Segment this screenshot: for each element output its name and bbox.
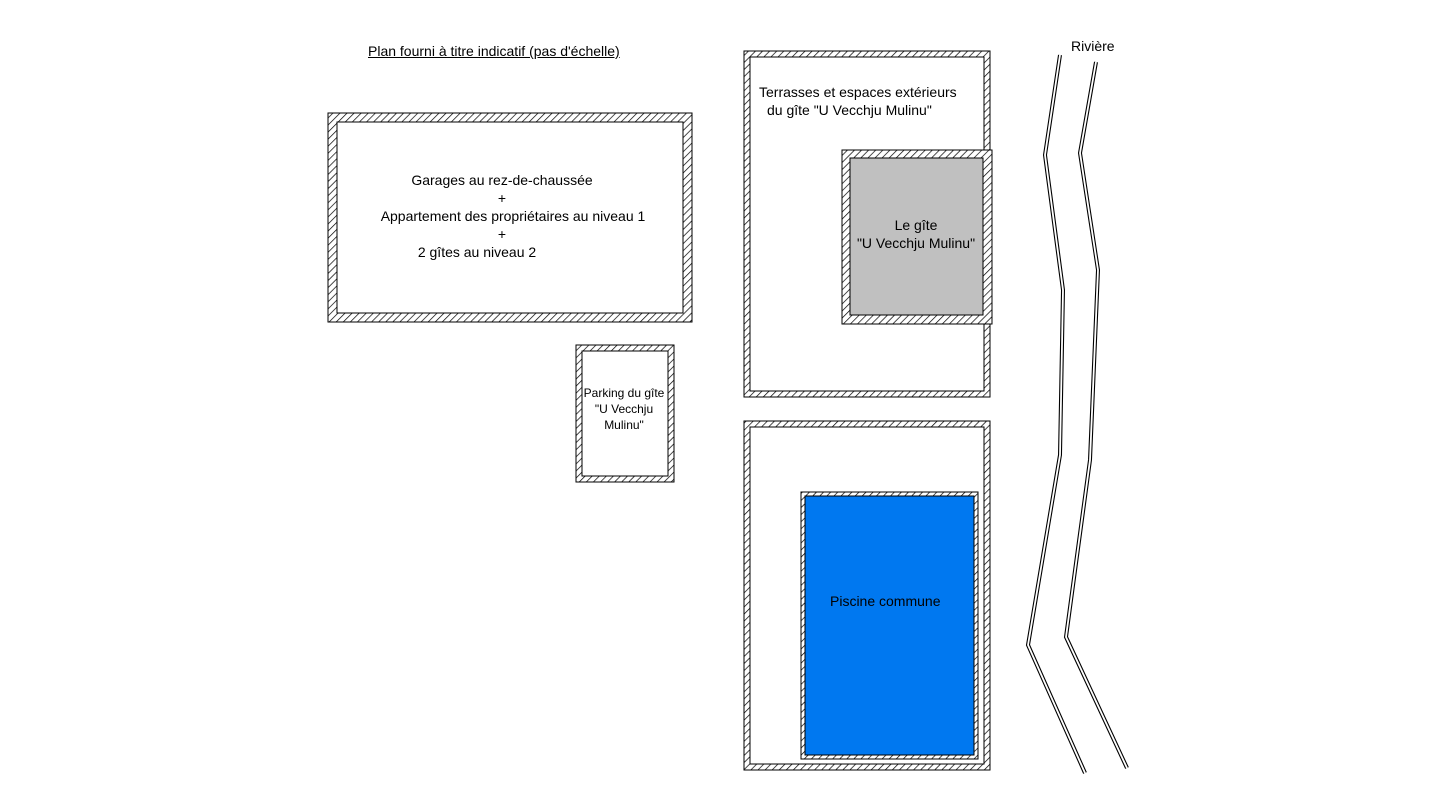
river-bank-left (1025, 54, 1087, 774)
main-building-plus-1: + (497, 190, 507, 206)
river (1025, 54, 1129, 774)
gite-label: Le gîte "U Vecchju Mulinu" (846, 216, 986, 252)
parking-area (575, 344, 675, 483)
pool-label: Piscine commune (830, 593, 941, 609)
gite-building (841, 149, 993, 325)
main-building-line-1: Garages au rez-de-chaussée (411, 172, 593, 188)
river-label: Rivière (1071, 38, 1115, 54)
gite-line-1: Le gîte (894, 217, 938, 233)
river-bank-right (1063, 61, 1129, 769)
terraces-line-2: du gîte "U Vecchju Mulinu" (767, 102, 932, 118)
main-building-plus-2: + (497, 226, 507, 242)
gite-line-2: "U Vecchju Mulinu" (856, 235, 976, 251)
parking-line-3: Mulinu" (604, 418, 644, 432)
main-building-line-3: 2 gîtes au niveau 2 (417, 244, 537, 260)
plan-caption: Plan fourni à titre indicatif (pas d'éch… (368, 43, 620, 59)
terraces-label: Terrasses et espaces extérieurs du gîte … (759, 83, 957, 119)
parking-line-1: Parking du gîte (583, 386, 665, 400)
pool (800, 491, 979, 760)
main-building-label: Garages au rez-de-chaussée + Appartement… (337, 171, 667, 261)
main-building (327, 112, 693, 323)
main-building-line-2: Appartement des propriétaires au niveau … (380, 208, 646, 224)
parking-label: Parking du gîte "U Vecchju Mulinu" (578, 385, 670, 433)
parking-line-2: "U Vecchju (594, 402, 654, 416)
terraces-line-1: Terrasses et espaces extérieurs (759, 84, 957, 100)
